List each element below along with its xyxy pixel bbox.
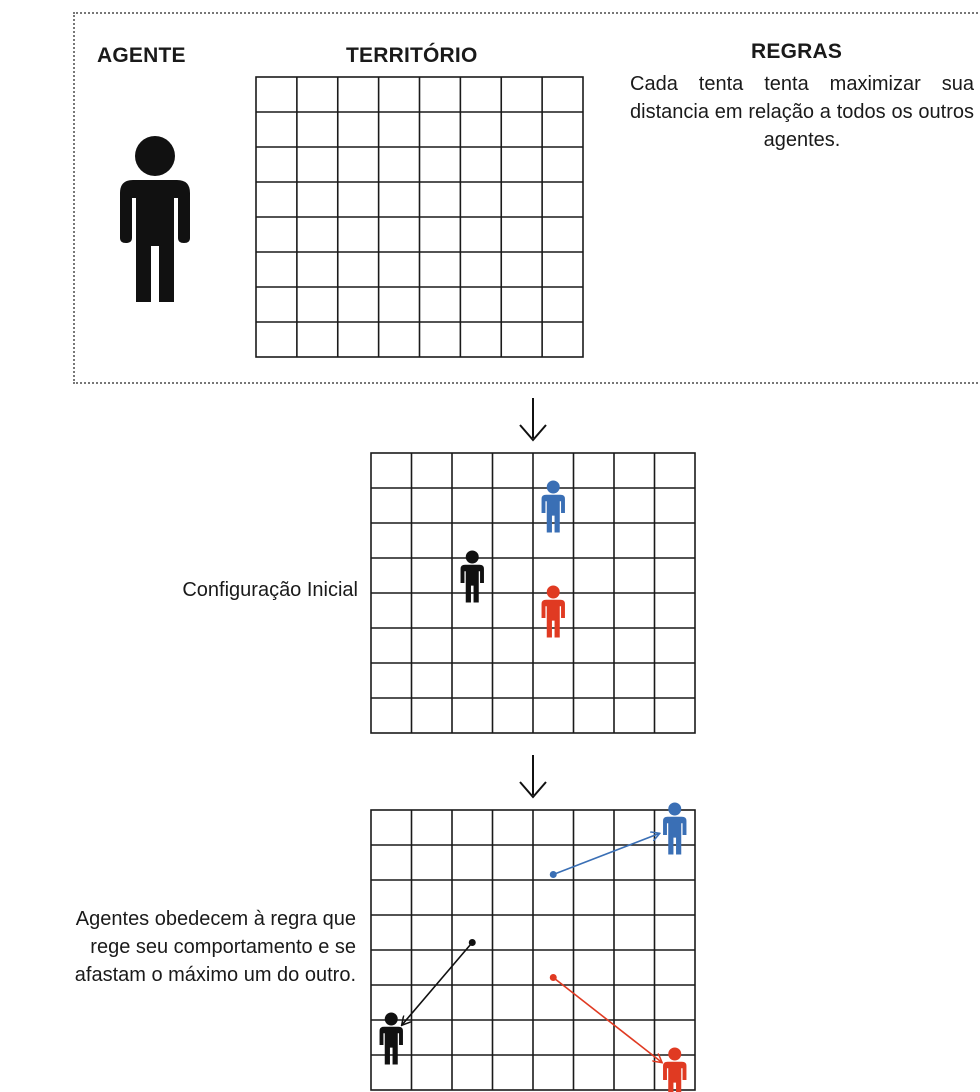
initial-configuration-caption: Configuração Inicial — [182, 579, 358, 601]
blue-agent-initial-icon — [541, 480, 565, 533]
final-configuration-caption: Agentes obedecem à regra que rege seu co… — [0, 905, 356, 989]
territory-heading: TERRITÓRIO — [346, 44, 478, 67]
legend-box — [73, 12, 980, 384]
rules-heading: REGRAS — [751, 40, 843, 63]
black-agent-movement-arrow — [402, 941, 473, 1026]
black-agent-initial-icon — [460, 550, 484, 603]
red-agent-final-icon — [663, 1047, 687, 1092]
red-agent-initial-icon — [541, 585, 565, 638]
rules-text: Cada tenta tenta maximizar sua distancia… — [630, 73, 974, 151]
agent-heading: AGENTE — [97, 44, 186, 67]
blue-agent-movement-arrow — [552, 833, 660, 876]
caption-line: rege seu comportamento e se — [90, 936, 356, 958]
caption-line: afastam o máximo um do outro. — [74, 964, 356, 986]
black-agent-final-icon — [379, 1012, 403, 1065]
red-agent-movement-arrow — [552, 976, 662, 1063]
blue-agent-final-icon — [663, 802, 687, 855]
caption-line: Agentes obedecem à regra que — [75, 908, 356, 930]
red-agent-start-dot — [549, 974, 557, 981]
black-agent-start-dot — [468, 939, 476, 946]
blue-agent-start-dot — [549, 871, 557, 878]
